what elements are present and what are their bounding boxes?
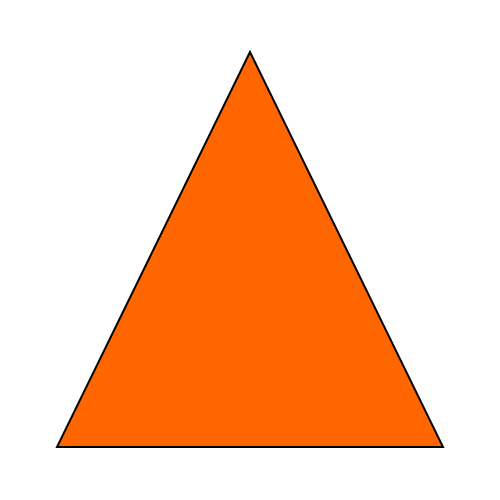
orange-triangle — [55, 49, 445, 448]
